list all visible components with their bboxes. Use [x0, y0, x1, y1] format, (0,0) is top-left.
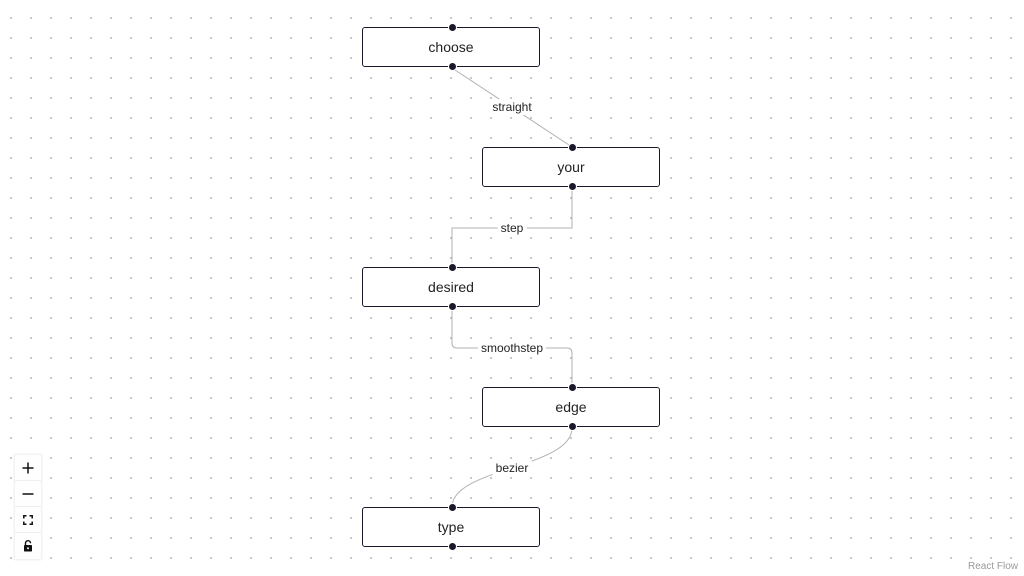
node-label: your	[557, 159, 585, 175]
source-handle[interactable]	[567, 422, 577, 431]
source-handle[interactable]	[447, 62, 457, 71]
node-label: choose	[428, 39, 474, 55]
zoom-out-button[interactable]	[15, 481, 41, 507]
lock-icon	[24, 540, 32, 552]
edge-label-bezier: bezier	[492, 460, 532, 476]
source-handle[interactable]	[567, 182, 577, 191]
flow-controls	[15, 455, 41, 559]
node-label: type	[437, 519, 465, 535]
plus-icon	[22, 462, 34, 473]
fit-view-button[interactable]	[15, 507, 41, 533]
target-handle[interactable]	[447, 503, 457, 512]
fit-view-icon	[23, 514, 33, 525]
node-edge[interactable]: edge	[482, 383, 660, 431]
minus-icon	[22, 492, 34, 495]
source-handle[interactable]	[447, 302, 457, 311]
edge-label-step: step	[497, 220, 527, 236]
source-handle[interactable]	[447, 542, 457, 551]
target-handle[interactable]	[447, 263, 457, 272]
node-label: desired	[428, 279, 474, 295]
target-handle[interactable]	[447, 23, 457, 32]
node-desired[interactable]: desired	[362, 263, 540, 311]
lock-button[interactable]	[15, 533, 41, 559]
node-your[interactable]: your	[482, 143, 660, 191]
edge-label-smoothstep: smoothstep	[477, 340, 547, 356]
target-handle[interactable]	[567, 383, 577, 392]
node-choose[interactable]: choose	[362, 23, 540, 71]
edge-label-straight: straight	[489, 99, 535, 115]
node-type[interactable]: type	[362, 503, 540, 551]
zoom-in-button[interactable]	[15, 455, 41, 481]
target-handle[interactable]	[567, 143, 577, 152]
react-flow-attribution[interactable]: React Flow	[964, 559, 1021, 574]
node-label: edge	[555, 399, 587, 415]
